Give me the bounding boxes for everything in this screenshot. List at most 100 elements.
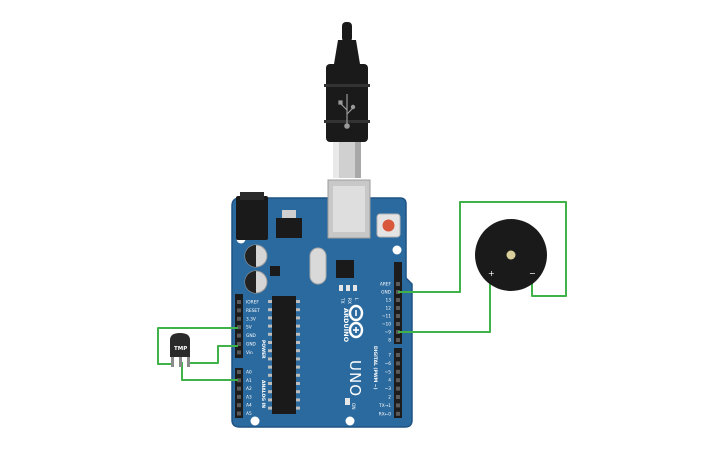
digital-pin-label: 8 bbox=[388, 338, 391, 344]
wire-a1-to-sensor[interactable] bbox=[181, 362, 238, 381]
power-pin-label: GND bbox=[246, 333, 257, 339]
chip-leg bbox=[296, 398, 300, 402]
chip-leg bbox=[268, 341, 272, 344]
digital-pin-label: 2 bbox=[388, 395, 391, 401]
usb-symbol-icon bbox=[338, 94, 356, 129]
small-chip bbox=[270, 266, 280, 276]
capacitor bbox=[244, 244, 268, 268]
digital-pin-hole[interactable] bbox=[396, 338, 400, 342]
voltage-regulator bbox=[276, 210, 302, 238]
power-pin-label: Vin bbox=[246, 350, 253, 356]
chip-leg bbox=[268, 316, 272, 320]
digital-pin-hole[interactable] bbox=[396, 314, 400, 318]
chip-leg bbox=[296, 308, 300, 312]
chip-leg bbox=[268, 390, 272, 394]
digital-pin-label: RX←0 bbox=[379, 411, 392, 417]
digital-pin-label: ~9 bbox=[385, 330, 392, 336]
chip-leg bbox=[296, 300, 300, 303]
analog-pin-label: A1 bbox=[246, 378, 252, 384]
digital-pin-hole[interactable] bbox=[396, 353, 400, 357]
chip-leg bbox=[268, 365, 272, 369]
digital-pin-label: ~11 bbox=[382, 314, 391, 320]
power-pin-hole[interactable] bbox=[237, 300, 241, 304]
digital-pin-label: 13 bbox=[386, 298, 392, 304]
digital-pin-label: TX→1 bbox=[378, 403, 391, 409]
chip-leg bbox=[268, 373, 272, 377]
chip-leg bbox=[296, 357, 300, 361]
digital-pin-label: 12 bbox=[386, 306, 392, 312]
analog-pin-label: A0 bbox=[246, 370, 252, 376]
status-leds: TX RX L ON bbox=[339, 285, 359, 410]
power-pin-hole[interactable] bbox=[237, 342, 241, 346]
chip-leg bbox=[296, 365, 300, 369]
digital-pin-hole[interactable] bbox=[396, 282, 400, 286]
chip-leg bbox=[268, 332, 272, 336]
usb-cable bbox=[324, 22, 370, 178]
arduino-brand-text: ARDUINO bbox=[342, 308, 350, 343]
power-pin-hole[interactable] bbox=[237, 333, 241, 338]
power-pin-label: 3.3V bbox=[246, 316, 256, 322]
analog-pin-hole[interactable] bbox=[237, 403, 241, 408]
digital-pin-hole[interactable] bbox=[396, 306, 400, 310]
digital-group-label: DIGITAL (PWM ~) bbox=[372, 346, 378, 390]
wire-5v-to-sensor[interactable] bbox=[157, 327, 238, 365]
analog-pin-hole[interactable] bbox=[237, 370, 241, 374]
reset-button[interactable] bbox=[376, 213, 401, 238]
digital-pin-hole[interactable] bbox=[396, 361, 400, 366]
power-pin-label: IOREF bbox=[246, 300, 259, 306]
analog-pin-label: A2 bbox=[246, 386, 252, 392]
crystal-oscillator bbox=[309, 247, 327, 285]
digital-pin-hole[interactable] bbox=[396, 298, 400, 302]
chip-leg bbox=[268, 300, 272, 303]
chip-leg bbox=[296, 373, 300, 377]
buzzer-minus-symbol: − bbox=[529, 269, 536, 278]
power-pin-hole[interactable] bbox=[237, 316, 241, 321]
digital-pin-hole[interactable] bbox=[396, 395, 400, 399]
analog-pin-hole[interactable] bbox=[237, 394, 241, 399]
mounting-hole bbox=[345, 416, 355, 426]
analog-pin-hole[interactable] bbox=[237, 411, 241, 416]
l-led-label: L bbox=[353, 298, 359, 301]
power-pin-hole[interactable] bbox=[237, 308, 241, 313]
tx-led-label: TX bbox=[339, 297, 345, 304]
analog-pin-hole[interactable] bbox=[237, 386, 241, 391]
digital-pin-label: 7 bbox=[388, 353, 391, 359]
chip-leg bbox=[296, 390, 300, 394]
digital-pin-hole[interactable] bbox=[396, 322, 400, 326]
wires bbox=[157, 201, 567, 381]
power-pin-hole[interactable] bbox=[237, 325, 241, 330]
piezo-buzzer[interactable]: + − bbox=[475, 219, 547, 291]
wire-gnd-to-sensor[interactable] bbox=[188, 345, 238, 364]
usb-chip bbox=[336, 260, 354, 278]
digital-pin-label: ~5 bbox=[385, 369, 392, 375]
digital-pin-label: ~10 bbox=[382, 322, 391, 328]
temperature-sensor-tmp[interactable]: TMP bbox=[170, 333, 190, 367]
power-pin-label: 5V bbox=[246, 325, 252, 331]
wire-gnd-to-buzzer-minus[interactable] bbox=[398, 201, 567, 297]
analog-pin-label: A4 bbox=[246, 403, 252, 409]
digital-pin-label: ~6 bbox=[385, 361, 392, 367]
chip-leg bbox=[268, 308, 272, 312]
mounting-hole bbox=[392, 245, 402, 255]
arduino-uno-board[interactable]: TX RX L ON ARDUINO UNO bbox=[231, 179, 413, 428]
digital-pin-label: AREF bbox=[380, 282, 392, 288]
mounting-hole bbox=[250, 416, 260, 426]
rx-led-label: RX bbox=[346, 298, 352, 304]
buzzer-plus-symbol: + bbox=[488, 269, 495, 278]
power-pin-hole[interactable] bbox=[237, 350, 241, 355]
chip-leg bbox=[296, 324, 300, 328]
analog-pin-label: A5 bbox=[246, 411, 252, 417]
digital-pin-hole[interactable] bbox=[396, 386, 400, 391]
chip-leg bbox=[296, 349, 300, 353]
analog-pin-hole[interactable] bbox=[237, 378, 241, 383]
digital-pin-hole[interactable] bbox=[396, 411, 400, 416]
digital-pin-hole[interactable] bbox=[396, 378, 400, 383]
digital-pin-hole[interactable] bbox=[396, 369, 400, 374]
chip-leg bbox=[268, 349, 272, 353]
digital-pin-hole[interactable] bbox=[396, 403, 400, 408]
wire-pin9-to-buzzer-plus[interactable] bbox=[398, 272, 491, 333]
